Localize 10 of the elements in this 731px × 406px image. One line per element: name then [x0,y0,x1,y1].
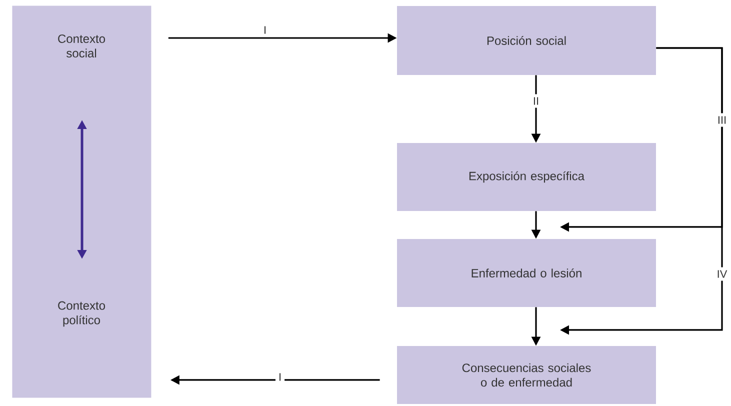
context-band: Contexto social Contexto político [12,6,152,398]
edge-label: I [275,370,285,384]
edge-label: IV [714,267,730,281]
edge-label: III [714,113,730,127]
edge-label: I [260,23,270,37]
process-box: Enfermedad o lesión [397,238,656,307]
process-box: Exposición específica [397,143,656,211]
process-box: Posición social [397,6,656,75]
process-box: Consecuencias sociales o de enfermedad [397,346,656,404]
edge-label: II [530,94,542,108]
